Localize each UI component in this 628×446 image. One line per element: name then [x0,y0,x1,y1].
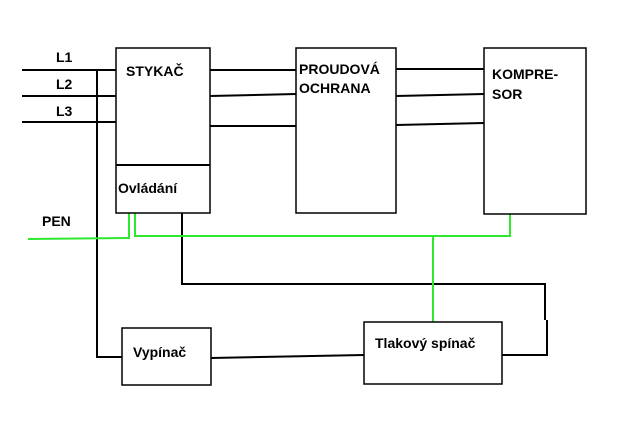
l2-label: L2 [56,76,73,92]
proudova-label-line2: OCHRANA [299,80,371,96]
tlakovy-spinac-label: Tlakový spínač [375,335,476,351]
control-wire-phase [96,70,122,358]
kompresor-label-line1: KOMPRE- [492,66,558,82]
control-loop-wire [181,213,548,356]
tlakovy-spinac-block [363,321,503,385]
kompresor-label-line2: SOR [492,86,522,102]
stykac-label: STYKAČ [126,62,184,79]
pen-label: PEN [42,213,71,229]
protection-to-compressor-wires [395,68,485,126]
phase-lines [22,69,116,123]
proudova-label-line1: PROUDOVÁ [299,61,380,77]
pen-conductor [27,213,511,322]
ovladani-label: Ovládání [118,180,178,196]
vypinac-label: Vypínač [133,344,186,360]
l1-label: L1 [56,49,73,65]
l3-label: L3 [56,103,73,119]
vypinac-block [121,327,212,386]
kompresor-block [483,47,587,215]
contactor-to-protection-wires [209,69,297,127]
stykac-block [115,47,211,214]
proudova-ochrana-block [295,47,397,214]
switch-link-wire [210,354,365,359]
